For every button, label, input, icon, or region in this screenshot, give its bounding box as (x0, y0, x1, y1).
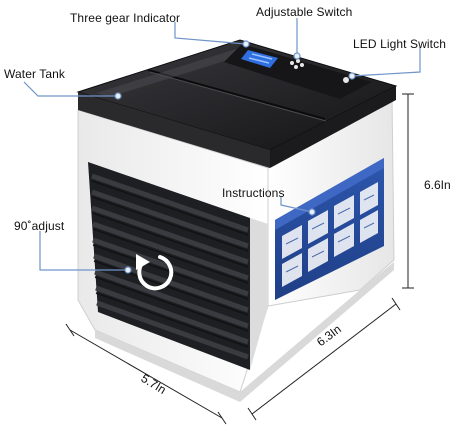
water-tank-label: Water Tank (4, 67, 66, 81)
adjust-90-label: 90˚adjust (14, 219, 65, 233)
led-light-switch-label: LED Light Switch (353, 37, 446, 51)
rotate-arrow-icon (137, 255, 174, 291)
callout-markers (114, 40, 356, 274)
instruction-illustrations (282, 182, 378, 287)
instruction-panel (275, 158, 384, 300)
adjustable-switch-label: Adjustable Switch (256, 5, 353, 19)
three-gear-indicator-label: Three gear Indicator (70, 11, 181, 25)
dimension-lines (65, 93, 414, 425)
vent-louvers (91, 173, 249, 360)
adjustable-switch-icon (290, 59, 304, 69)
height-dimension: 6.6In (424, 178, 451, 192)
callout-lines (23, 18, 421, 271)
instructions-label: Instructions (222, 186, 285, 200)
